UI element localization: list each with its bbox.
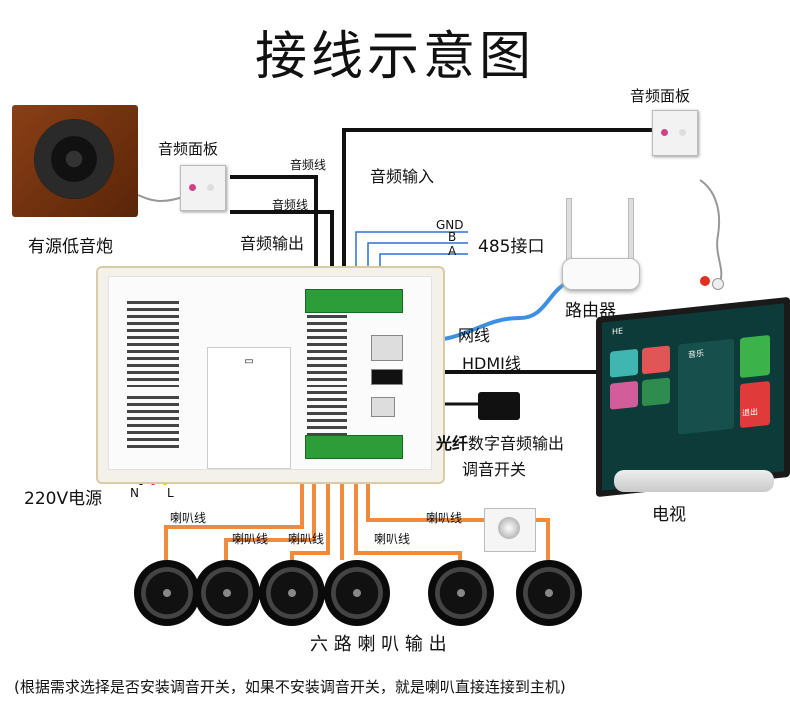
power-label: 220V电源 (24, 489, 103, 509)
audio-wire-label-2: 音频线 (272, 198, 309, 212)
gnd-label: GND (436, 218, 464, 232)
tv-label: 电视 (652, 505, 686, 525)
optical-label: 光纤数字音频输出 (436, 434, 565, 453)
hdmi-cable-label: HDMI线 (462, 354, 521, 373)
audio-controller: ▭ (96, 266, 445, 484)
rca-cable (699, 179, 723, 283)
subwoofer-cable (137, 194, 187, 202)
network-cable-label: 网线 (458, 326, 491, 345)
audio-wire-label-1: 音频线 (290, 158, 327, 172)
optical-converter-icon (478, 392, 520, 420)
footnote: (根据需求选择是否安装调音开关，如果不安装调音开关，就是喇叭直接连接到主机) (14, 678, 566, 696)
ceiling-speaker-icon (516, 560, 582, 626)
speaker-wire-label-5: 喇叭线 (426, 511, 463, 525)
audio-output-label: 音频输出 (240, 234, 305, 253)
audio-output-wire-2 (230, 210, 334, 283)
controller-sticker: ▭ (207, 347, 291, 469)
audio-panel-right (652, 110, 698, 156)
b-label: B (448, 230, 457, 244)
rca-plug-red-icon (700, 276, 710, 286)
router-icon (562, 258, 640, 290)
page-title: 接线示意图 (254, 27, 535, 87)
speaker-wire-label-3: 喇叭线 (288, 532, 325, 546)
a-label: A (448, 244, 457, 258)
speaker-wire-label-2: 喇叭线 (232, 532, 269, 546)
audio-panel-left-label: 音频面板 (158, 140, 219, 158)
speaker-wire-label-1: 喇叭线 (170, 511, 207, 525)
ceiling-speaker-icon (428, 560, 494, 626)
network-cable (411, 280, 570, 344)
tv-icon: HE 退出 音乐 (596, 296, 790, 498)
input-terminal-block (305, 289, 403, 313)
port-485-label: 485接口 (478, 237, 545, 257)
speaker-terminal-block (305, 435, 403, 459)
rca-plug-white-icon (712, 278, 724, 290)
l-label: L (167, 486, 174, 500)
speaker-wire-label-4: 喇叭线 (374, 532, 411, 546)
audio-panel-right-label: 音频面板 (630, 87, 691, 105)
volume-switch-label: 调音开关 (462, 460, 527, 479)
ceiling-speaker-icon (134, 560, 200, 626)
six-outputs-label: 六 路 喇 叭 输 出 (310, 634, 447, 655)
subwoofer-icon (12, 105, 138, 217)
audio-input-label: 音频输入 (370, 167, 435, 186)
tv-stand (614, 470, 774, 492)
n-label: N (130, 486, 139, 500)
audio-output-wire (230, 175, 318, 283)
volume-knob-icon (484, 508, 536, 552)
audio-input-wire (342, 128, 652, 283)
audio-panel-left (180, 165, 226, 211)
subwoofer-label: 有源低音炮 (28, 237, 113, 257)
ethernet-port (371, 335, 403, 361)
hdmi-port (371, 369, 403, 385)
ceiling-speaker-icon (194, 560, 260, 626)
optical-port (371, 397, 395, 417)
ceiling-speaker-icon (259, 560, 325, 626)
ceiling-speaker-icon (324, 560, 390, 626)
